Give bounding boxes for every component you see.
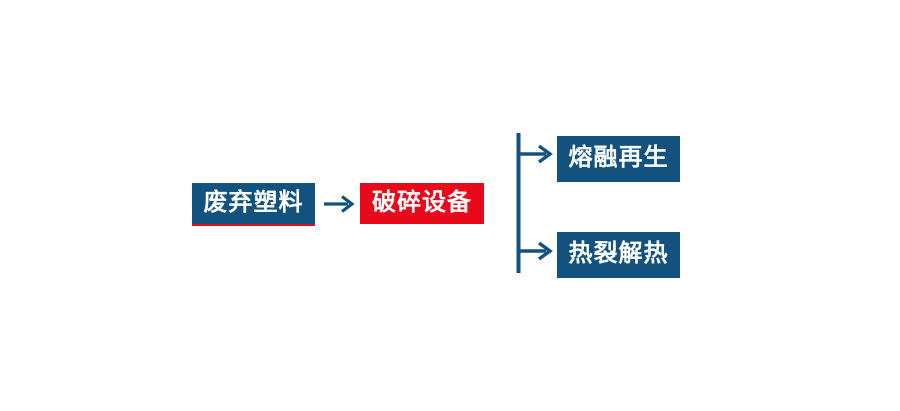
flow-node-output-melt-regeneration[interactable]: 熔融再生 — [557, 136, 680, 182]
flow-node-process-label: 破碎设备 — [372, 188, 472, 216]
flow-node-input-label: 废弃塑料 — [203, 188, 304, 216]
flow-node-output-pyrolysis[interactable]: 热裂解热 — [557, 232, 680, 278]
flow-node-process[interactable]: 破碎设备 — [360, 183, 484, 224]
flow-node-input[interactable]: 废弃塑料 — [192, 183, 315, 224]
branch-arrow-top-icon — [518, 144, 553, 164]
flow-node-output-pyrolysis-label: 热裂解热 — [568, 240, 669, 267]
flow-node-input-underline — [192, 224, 315, 226]
branch-arrow-bottom-icon — [518, 241, 553, 261]
flow-node-output-melt-regeneration-label: 熔融再生 — [568, 144, 669, 171]
split-bus-connector — [516, 133, 553, 273]
arrow-input-to-process — [324, 195, 355, 213]
